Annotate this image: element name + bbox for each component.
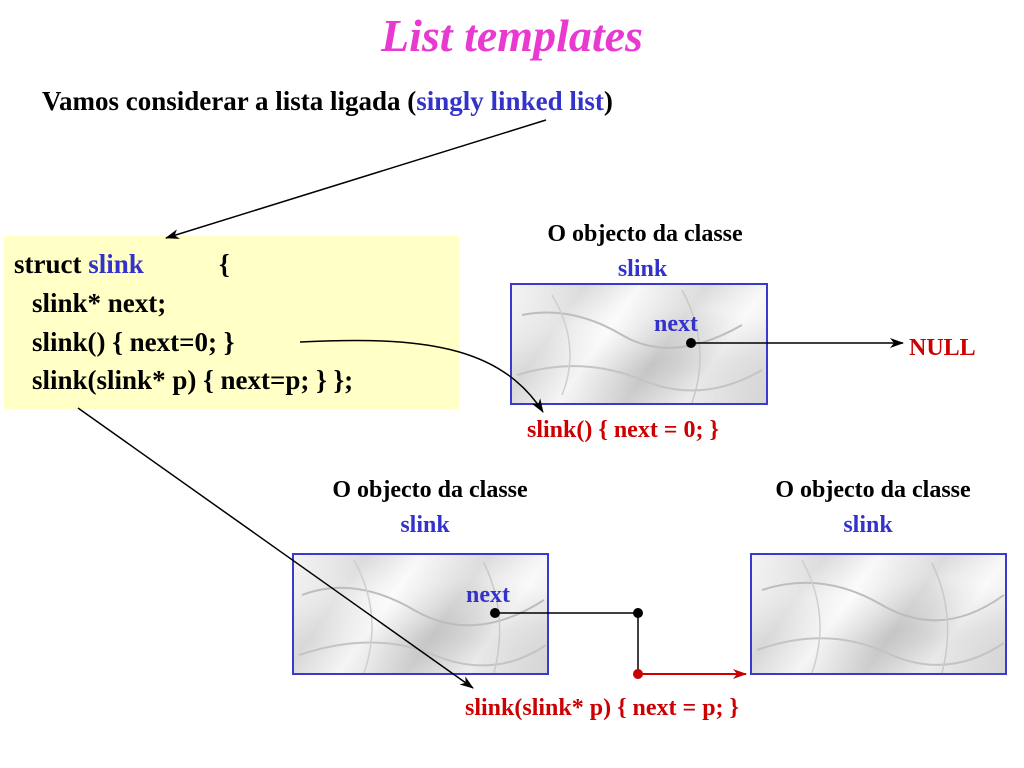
code-keyword-struct: struct — [14, 249, 82, 279]
slide-title: List templates — [381, 10, 643, 61]
bottom-left-object-field-next: next — [466, 582, 510, 608]
connector-red-dot — [633, 669, 643, 679]
marble-texture — [298, 559, 547, 673]
subtitle-prefix: Vamos considerar a lista ligada ( — [42, 86, 417, 116]
subtitle-suffix: ) — [603, 86, 613, 116]
subtitle-to-code-arrow — [165, 119, 547, 239]
bottom-left-object-box — [292, 553, 549, 675]
code-line-1: struct slink — [14, 248, 144, 280]
bottom-left-object-class-name: slink — [400, 512, 450, 538]
marble-texture — [756, 559, 1005, 673]
bottom-left-object-caption: O objecto da classe — [332, 477, 528, 503]
top-object-box — [510, 283, 768, 405]
code-line-2: slink* next; — [32, 288, 167, 318]
bottom-right-object-caption: O objecto da classe — [775, 477, 971, 503]
param-constructor-label: slink(slink* p) { next = p; } — [465, 695, 739, 721]
top-object-field-next: next — [654, 311, 698, 337]
code-line-4: slink(slink* p) { next=p; } }; — [32, 365, 354, 395]
top-object-class-name: slink — [617, 256, 668, 282]
null-label: NULL — [909, 335, 976, 361]
bottom-right-object-class-name: slink — [843, 512, 893, 538]
marble-texture — [516, 289, 763, 403]
code-box: struct slink { slink* next; slink() { ne… — [4, 236, 459, 409]
subtitle: Vamos considerar a lista ligada (singly … — [42, 84, 613, 118]
top-object-caption: O objecto da classe — [547, 221, 743, 247]
code-open-brace: { — [219, 249, 230, 279]
connector-corner-dot — [633, 608, 643, 618]
subtitle-highlight: singly linked list — [416, 86, 604, 116]
code-struct-name: slink — [88, 249, 144, 279]
default-constructor-label: slink() { next = 0; } — [527, 417, 719, 443]
code-line-3: slink() { next=0; } — [32, 327, 235, 357]
bottom-right-object-box — [750, 553, 1007, 675]
